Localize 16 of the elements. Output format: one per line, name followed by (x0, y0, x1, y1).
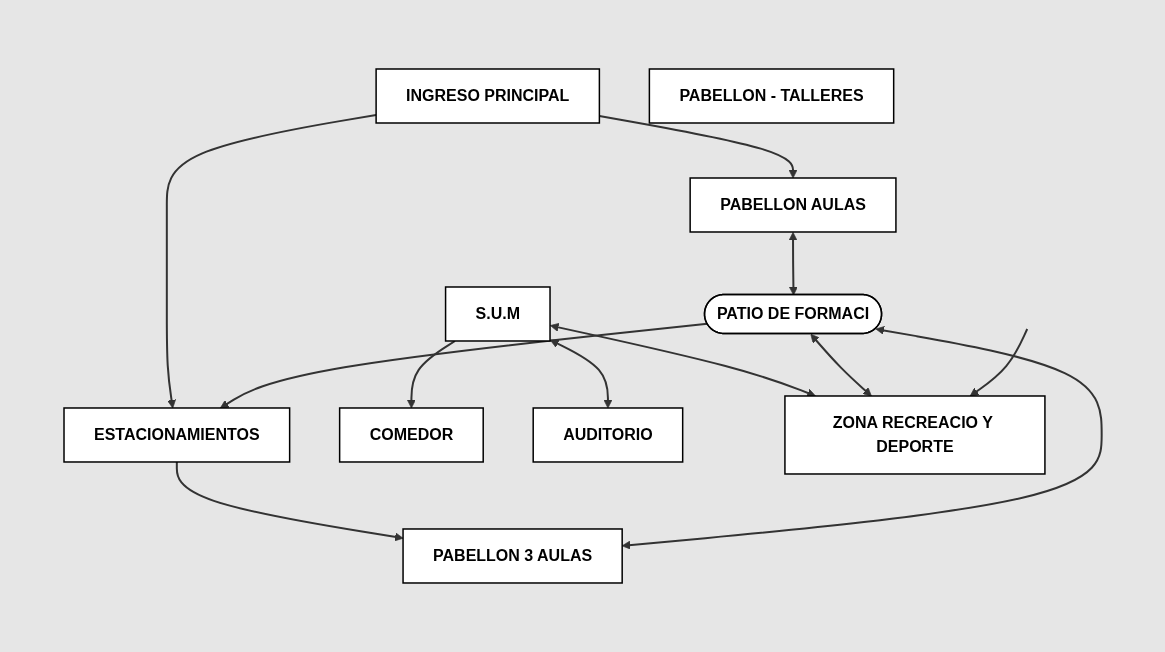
arrow (969, 328, 1028, 397)
node-box: PABELLON 3 AULAS (401, 528, 623, 584)
arrow (810, 333, 872, 397)
arrow (549, 339, 612, 409)
arrow (788, 232, 798, 296)
node-box: INGRESO PRINCIPAL (375, 68, 600, 124)
node-box: ESTACIONAMIENTOS (62, 407, 291, 463)
node-box: PABELLON AULAS (689, 177, 897, 233)
arrow (406, 340, 456, 409)
arrow (621, 326, 1103, 550)
node-box: COMEDOR (338, 407, 484, 463)
node-box: ZONA RECREACIO Y DEPORTE (783, 395, 1046, 475)
node-box: PABELLON - TALLERES (648, 68, 895, 124)
node-box: S.U.M (444, 286, 551, 342)
arrow (219, 322, 708, 409)
node-box: AUDITORIO (532, 407, 684, 463)
